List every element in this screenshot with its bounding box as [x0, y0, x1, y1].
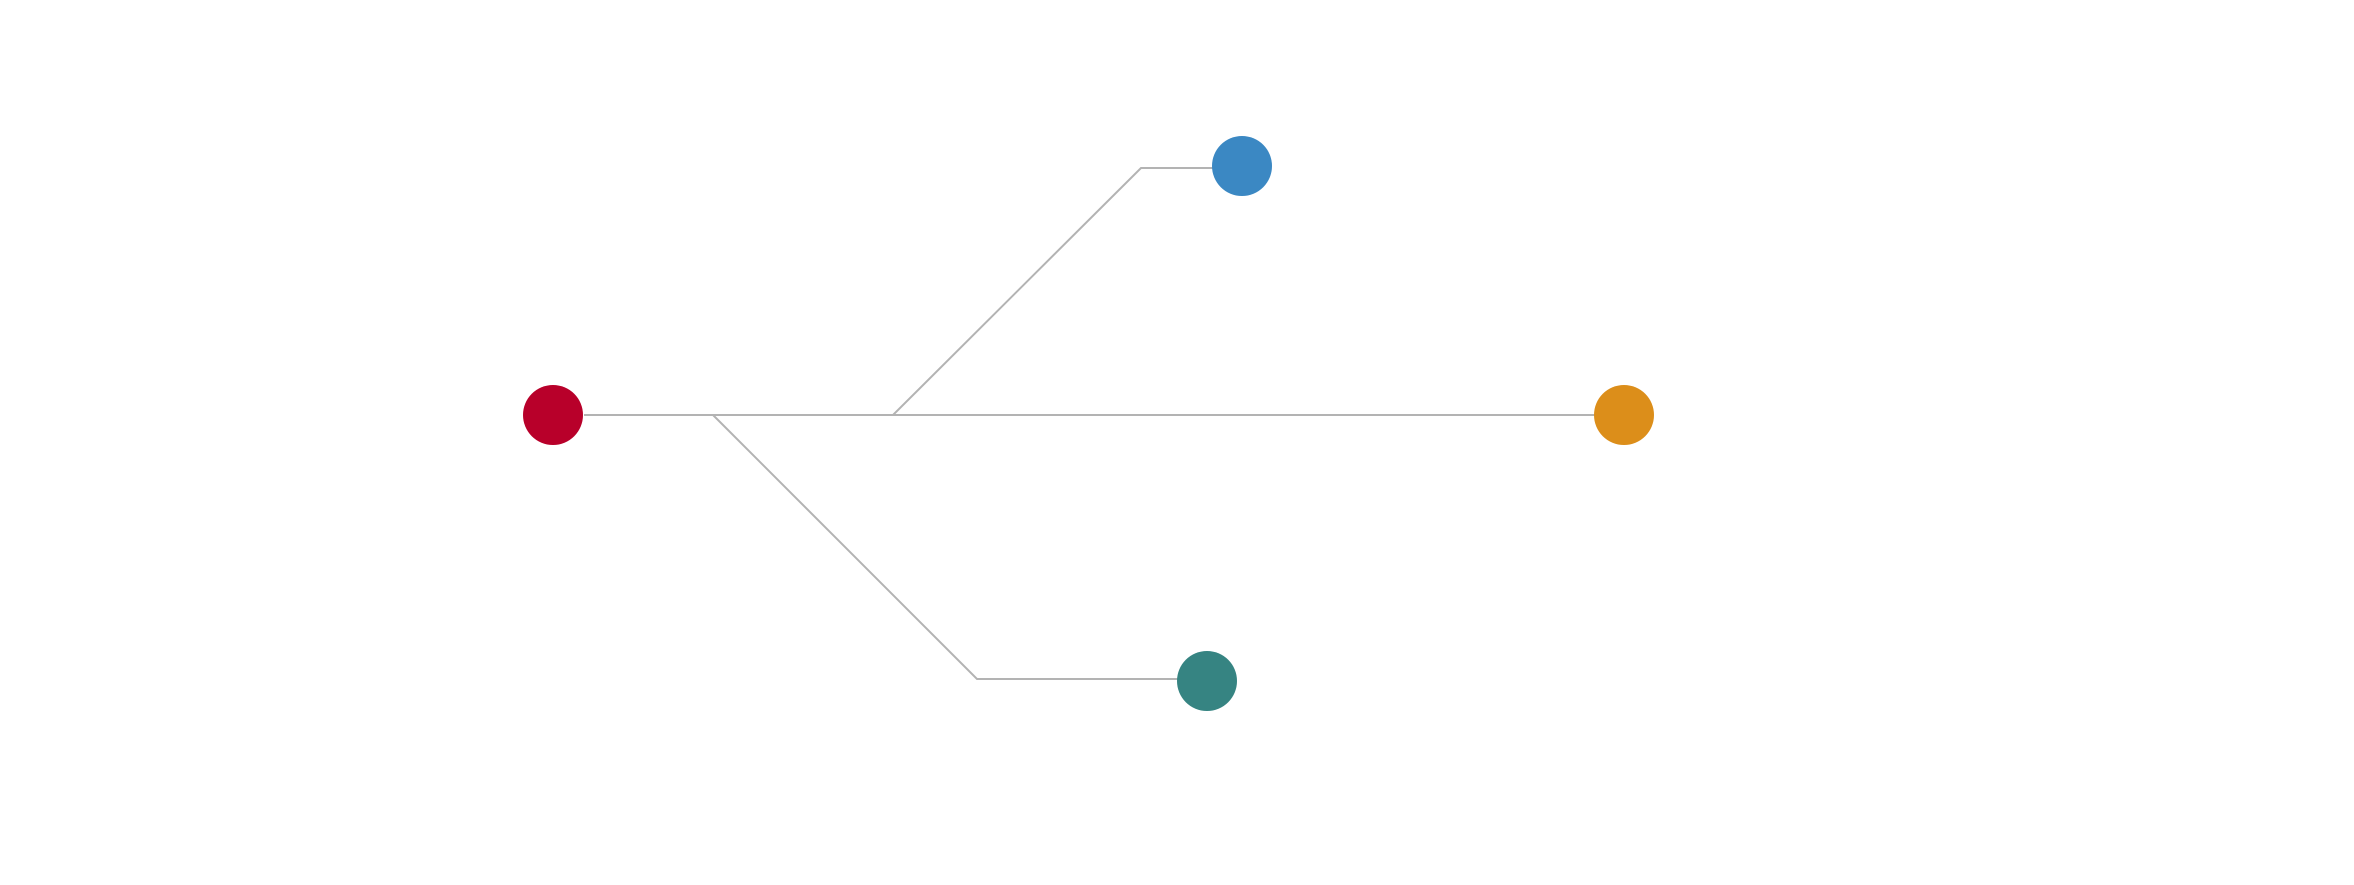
node-branch-bottom	[1177, 651, 1237, 711]
node-branch-middle	[1594, 385, 1654, 445]
connector-root-to-top	[584, 167, 1214, 416]
connector-lines	[584, 167, 1596, 680]
node-branch-top	[1212, 136, 1272, 196]
nodes	[523, 136, 1654, 711]
node-root	[523, 385, 583, 445]
connector-root-to-bottom	[712, 414, 1178, 680]
